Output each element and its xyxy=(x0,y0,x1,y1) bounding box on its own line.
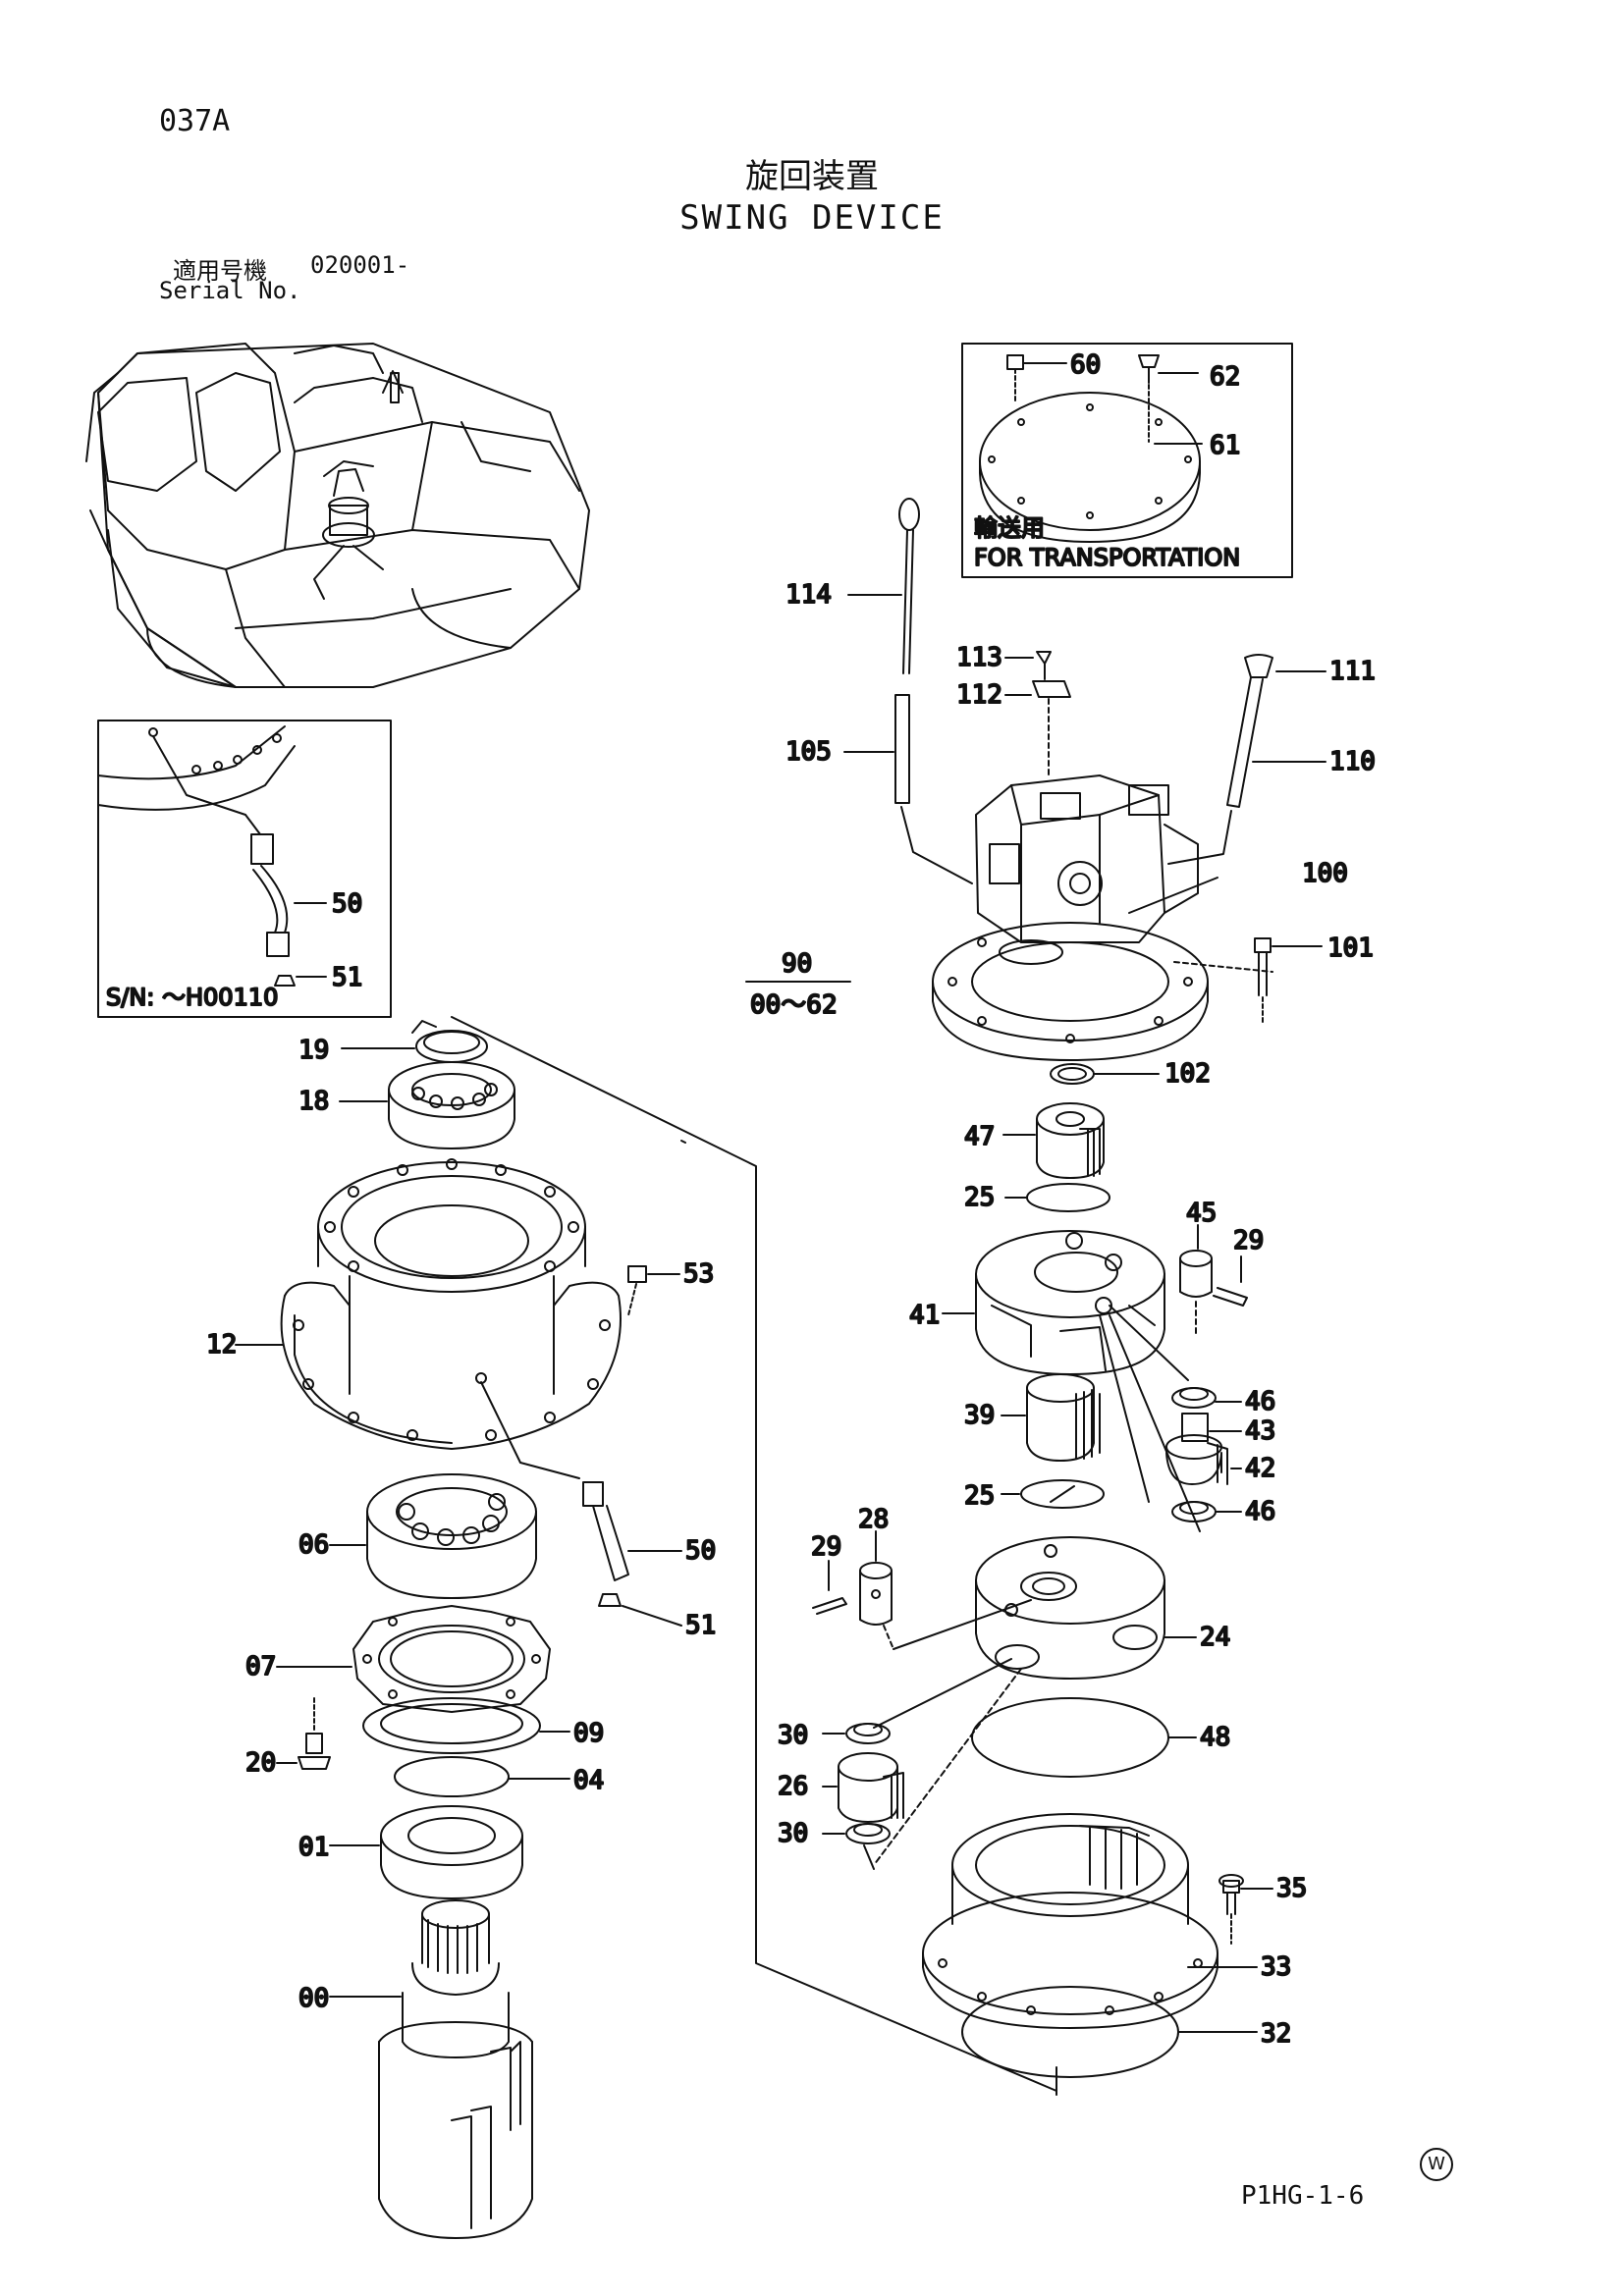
label-part-29a: 29 xyxy=(1233,1226,1264,1255)
inset-transport-label-en: FOR TRANSPORTATION xyxy=(974,544,1240,571)
label-part-46a: 46 xyxy=(1245,1387,1275,1416)
label-part-25b: 25 xyxy=(964,1481,995,1511)
label-part-09: 09 xyxy=(573,1719,604,1748)
label-part-20: 20 xyxy=(245,1748,276,1778)
label-part-30a: 30 xyxy=(778,1721,808,1750)
inset-transport-label-jp: 輸送用 xyxy=(974,514,1045,542)
label-part-43: 43 xyxy=(1245,1416,1275,1446)
label-part-07: 07 xyxy=(245,1652,276,1682)
label-part-46b: 46 xyxy=(1245,1497,1275,1526)
serial-label-japanese: 適用号機 xyxy=(173,257,267,285)
label-part-50-inset: 50 xyxy=(332,889,362,919)
label-part-100: 100 xyxy=(1302,859,1348,888)
assembly-range: 00～62 xyxy=(750,990,838,1020)
label-part-62: 62 xyxy=(1210,362,1240,392)
label-part-04: 04 xyxy=(573,1766,604,1795)
label-part-111: 111 xyxy=(1329,657,1376,686)
label-part-06: 06 xyxy=(298,1530,329,1560)
label-part-12: 12 xyxy=(206,1330,237,1360)
label-part-105: 105 xyxy=(785,737,832,767)
serial-value: 020001- xyxy=(310,251,410,279)
label-part-60: 60 xyxy=(1070,350,1101,380)
label-part-25a: 25 xyxy=(964,1183,995,1212)
label-part-18: 18 xyxy=(298,1087,329,1116)
label-part-33: 33 xyxy=(1261,1952,1291,1982)
label-part-28: 28 xyxy=(858,1505,889,1534)
label-part-114: 114 xyxy=(785,580,832,610)
label-part-39: 39 xyxy=(964,1401,995,1430)
watermark-symbol: W xyxy=(1420,2148,1453,2181)
label-part-24: 24 xyxy=(1200,1623,1230,1652)
inset-serial-hose xyxy=(97,720,392,1018)
label-part-45: 45 xyxy=(1186,1199,1217,1228)
label-part-61: 61 xyxy=(1210,431,1240,460)
label-part-112: 112 xyxy=(956,680,1002,710)
label-part-47: 47 xyxy=(964,1122,995,1151)
swing-motor-assembly xyxy=(812,498,1326,2096)
inset-serial-label: S/N: ～H00110 xyxy=(106,984,278,1011)
title-english: SWING DEVICE xyxy=(679,198,945,238)
page-reference: P1HG-1-6 xyxy=(1241,2181,1365,2211)
label-part-101: 101 xyxy=(1327,934,1374,963)
title-japanese: 旋回装置 xyxy=(745,157,879,196)
label-part-30b: 30 xyxy=(778,1819,808,1848)
label-part-110: 110 xyxy=(1329,747,1376,776)
label-part-113: 113 xyxy=(956,643,1002,672)
label-part-19: 19 xyxy=(298,1036,329,1065)
label-part-29b: 29 xyxy=(811,1532,841,1562)
label-part-35: 35 xyxy=(1276,1874,1307,1903)
label-part-48: 48 xyxy=(1200,1723,1230,1752)
housing-shaft-assembly xyxy=(235,1016,1057,2239)
label-part-32: 32 xyxy=(1261,2019,1291,2049)
label-part-41: 41 xyxy=(909,1301,940,1330)
serial-label-english: Serial No. xyxy=(159,277,301,304)
label-part-102: 102 xyxy=(1164,1059,1211,1089)
label-part-42: 42 xyxy=(1245,1454,1275,1483)
label-part-53: 53 xyxy=(683,1259,714,1289)
label-part-51: 51 xyxy=(685,1611,716,1640)
label-part-26: 26 xyxy=(778,1772,808,1801)
label-part-51-inset: 51 xyxy=(332,963,362,992)
excavator-illustration xyxy=(85,343,590,688)
label-part-00: 00 xyxy=(298,1984,329,2013)
inset-transportation xyxy=(961,343,1293,578)
assembly-number: 90 xyxy=(782,949,812,979)
label-part-50: 50 xyxy=(685,1536,716,1566)
page-code: 037A xyxy=(159,104,231,138)
label-part-01: 01 xyxy=(298,1833,329,1862)
